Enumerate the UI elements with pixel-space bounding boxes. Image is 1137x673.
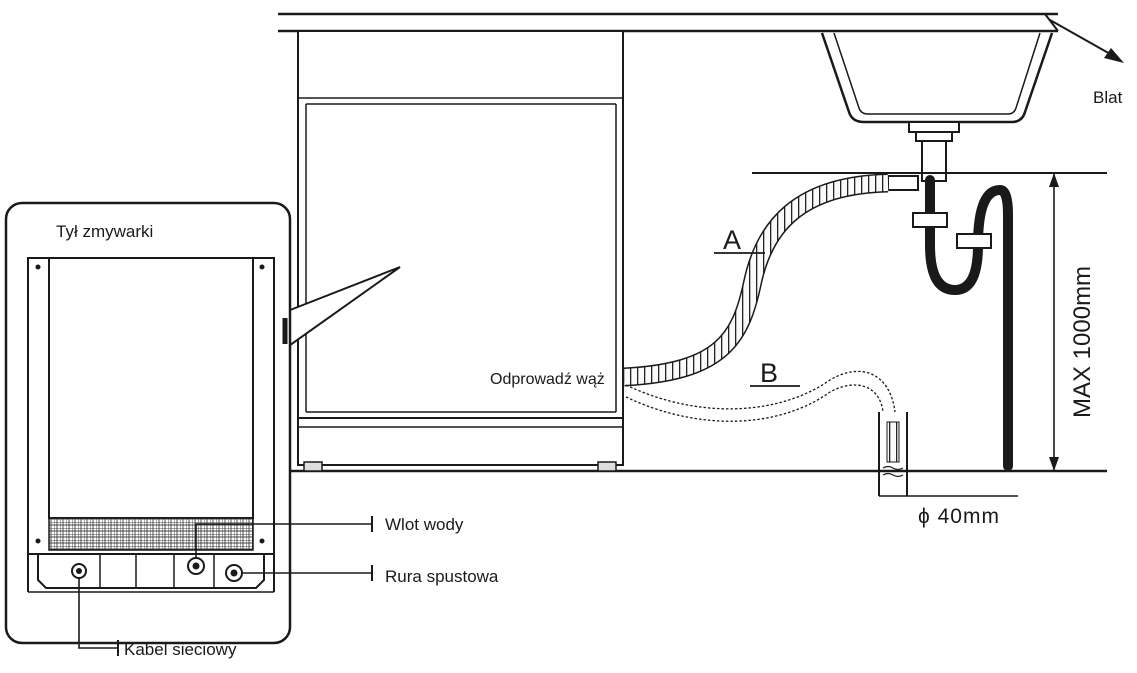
- dishwasher-cabinet: [297, 30, 624, 472]
- countertop: [278, 12, 1059, 33]
- sink: [820, 32, 1054, 182]
- diameter-label: ϕ 40mm: [918, 505, 1000, 528]
- drain-hose-b: [625, 370, 896, 413]
- drain-pipe-leader: [242, 565, 373, 581]
- drain-pipe-connector: [225, 564, 243, 582]
- max-height-label: MAX 1000mm: [1069, 266, 1096, 418]
- power-cable-connector: [71, 563, 87, 579]
- water-inlet-connector: [187, 557, 205, 575]
- rear-view-panel: [4, 201, 292, 645]
- water-inlet-label: Wlot wody: [385, 515, 464, 534]
- power-cable-leader: [78, 578, 119, 656]
- hose-b-label: B: [760, 358, 778, 388]
- standpipe: [878, 412, 908, 497]
- countertop-label: Blat: [1093, 88, 1123, 107]
- max-height-dimension: [1049, 173, 1059, 471]
- rear-view-label: Tył zmywarki: [56, 222, 153, 241]
- water-inlet-leader: [195, 516, 373, 558]
- drain-hose-label: Odprowadź wąż: [490, 371, 605, 388]
- countertop-arrow: [1049, 19, 1124, 63]
- drain-pipe-label: Rura spustowa: [385, 567, 499, 586]
- hose-a-label: A: [723, 225, 741, 255]
- siphon-trap: [887, 175, 1013, 471]
- power-cable-label: Kabel sieciowy: [124, 640, 237, 659]
